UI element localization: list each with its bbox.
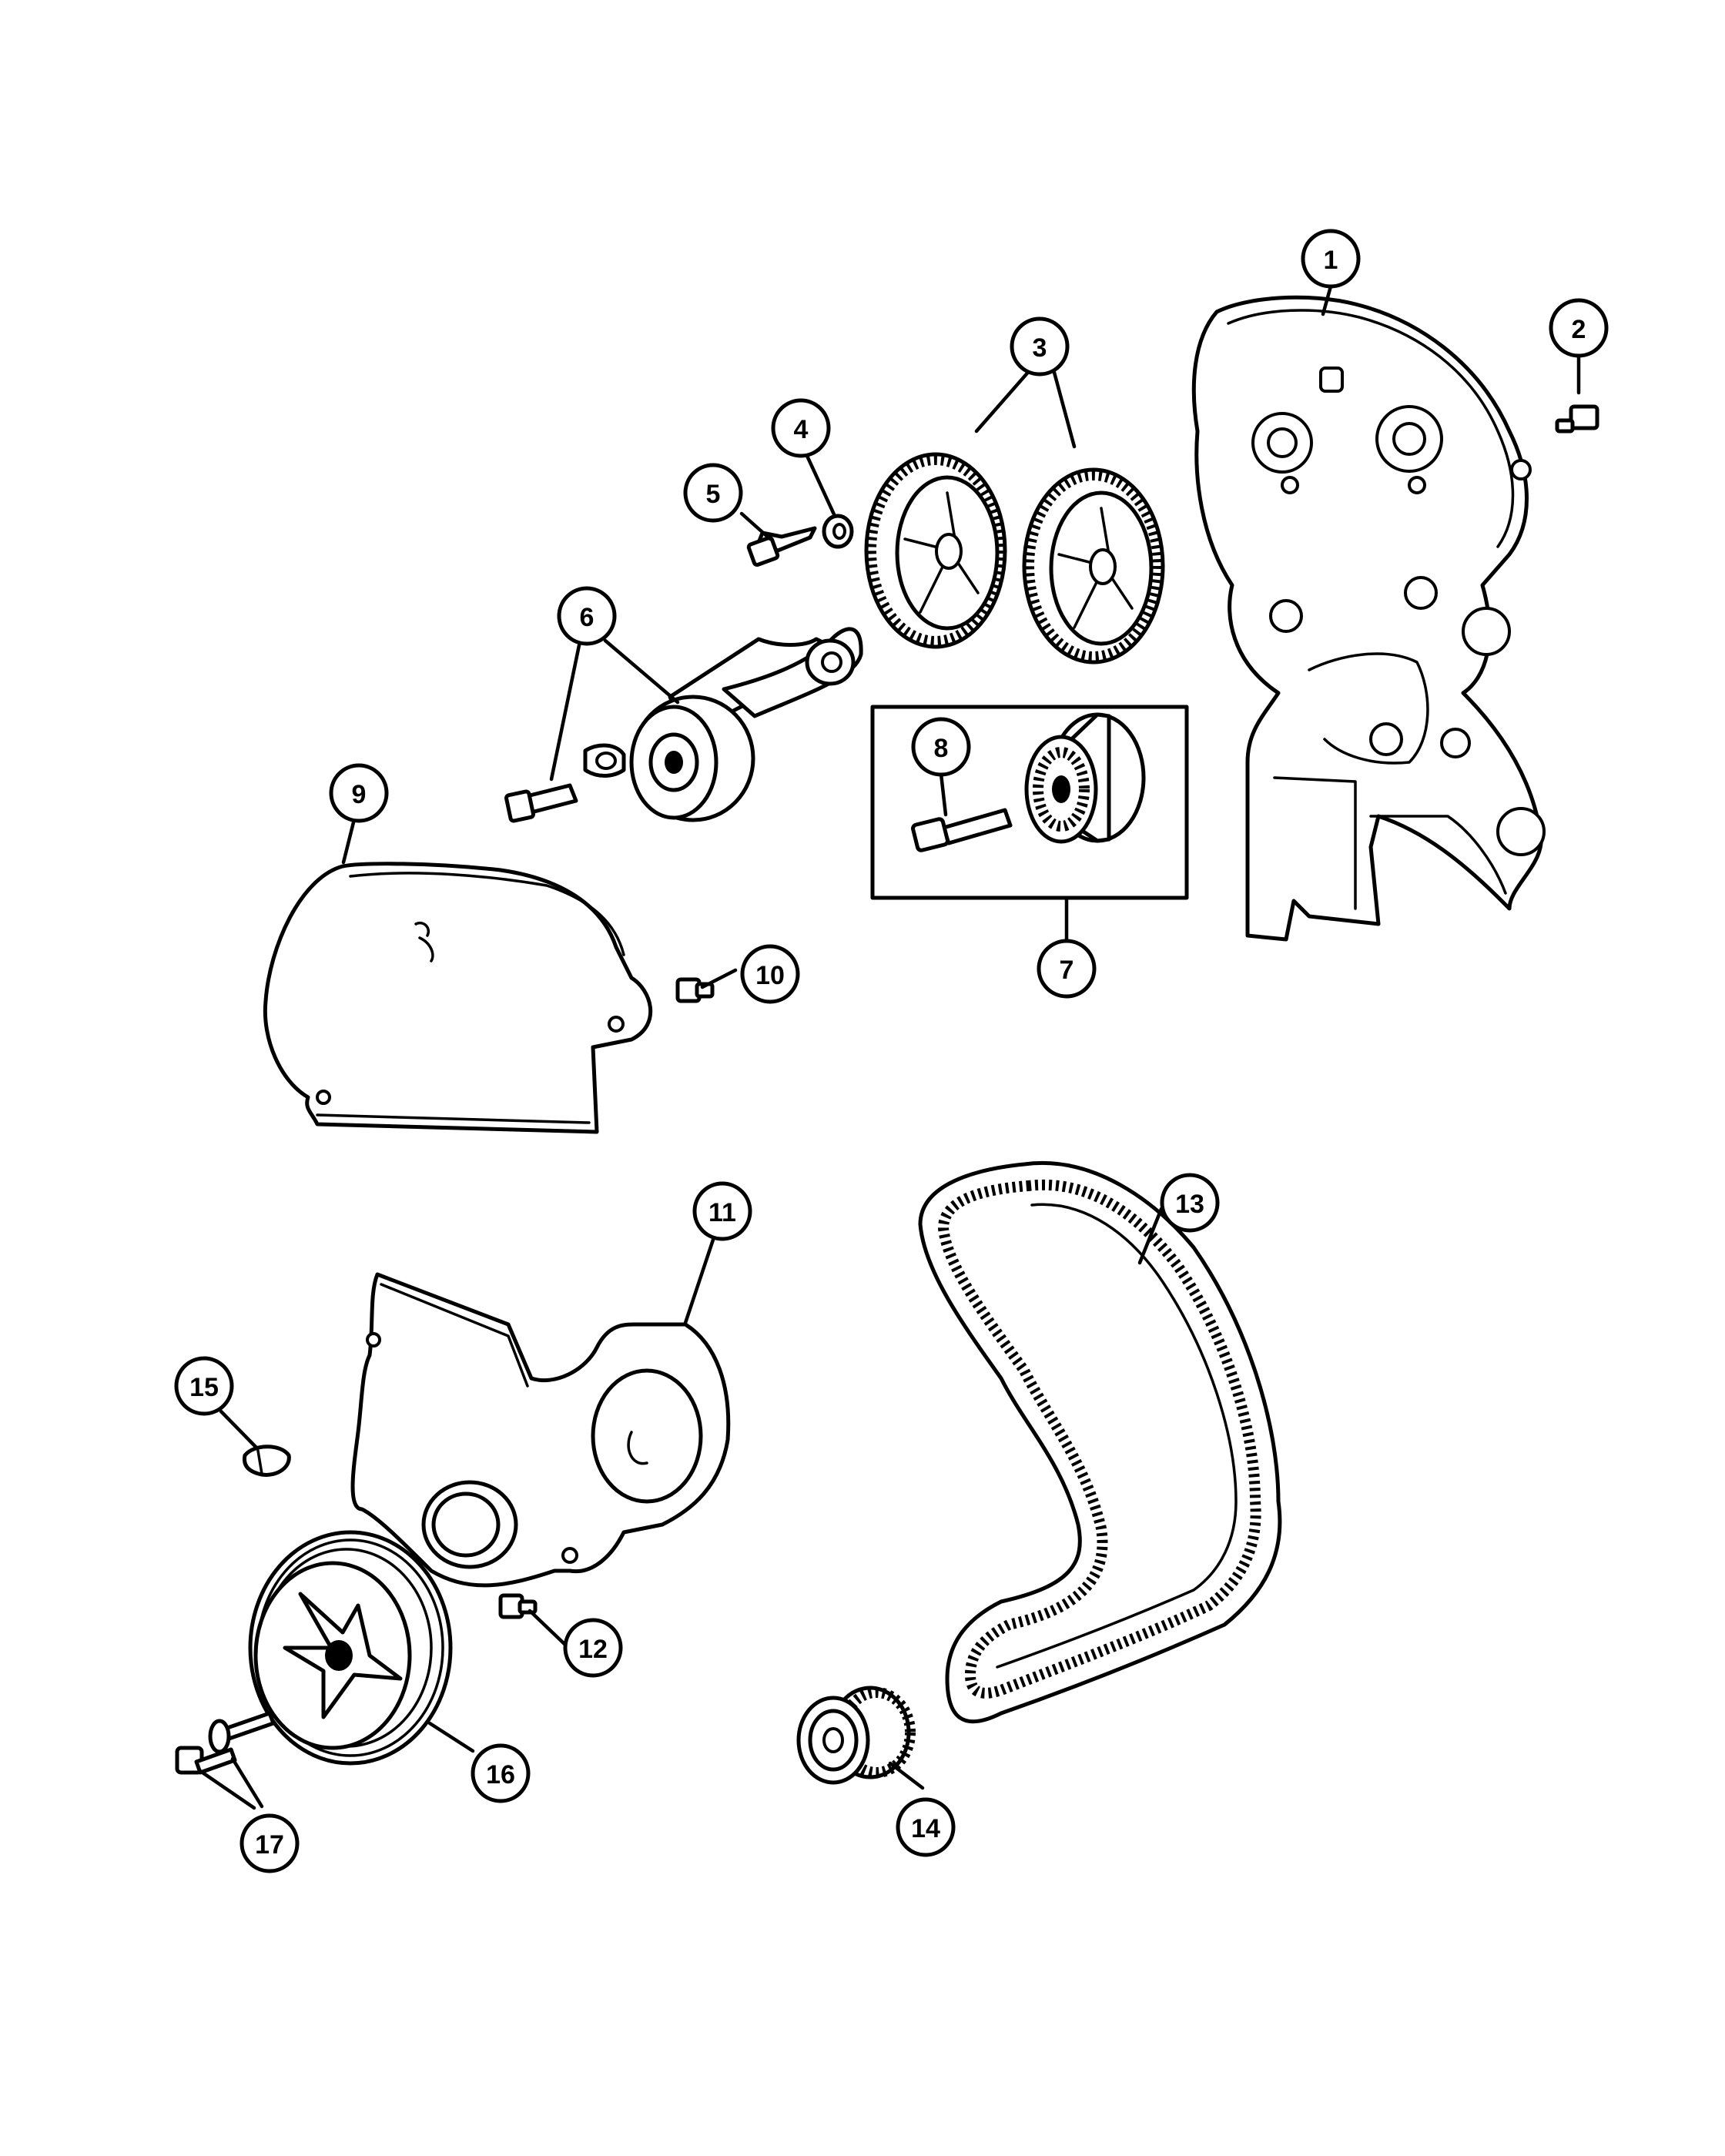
- leader-14: [888, 1761, 925, 1790]
- leader-11: [683, 1237, 715, 1325]
- idler-pulley: [1024, 712, 1146, 844]
- cover-bolt: [1555, 404, 1599, 434]
- leader-16: [427, 1721, 475, 1753]
- cover-bolt-small: [675, 977, 715, 1003]
- callout-5-label: 5: [706, 480, 721, 509]
- crank-bolt-washer: [175, 1711, 276, 1775]
- woodruff-key: [242, 1445, 291, 1477]
- callout-8: 8: [911, 717, 971, 777]
- leader-9: [341, 817, 357, 865]
- leader-3a: [974, 367, 1033, 434]
- leader-12: [528, 1609, 568, 1647]
- callout-17-label: 17: [255, 1830, 284, 1860]
- callout-2-label: 2: [1572, 315, 1586, 344]
- callout-14-label: 14: [911, 1814, 940, 1843]
- camshaft-sprocket-right: [1022, 467, 1165, 665]
- callout-6: 6: [557, 586, 617, 646]
- callout-14: 14: [896, 1797, 956, 1857]
- leader-8: [939, 772, 948, 817]
- crankshaft-pulley: [248, 1530, 453, 1766]
- camshaft-sprocket-left: [864, 452, 1007, 649]
- callout-7-label: 7: [1060, 956, 1074, 985]
- callout-5: 5: [683, 463, 743, 523]
- leader-6b: [603, 638, 680, 705]
- callout-16-label: 16: [486, 1760, 515, 1789]
- callout-12: 12: [563, 1618, 623, 1678]
- rear-timing-cover: [1191, 295, 1546, 942]
- leader-5: [739, 511, 772, 541]
- idler-bolt: [911, 808, 1013, 852]
- crankshaft-sprocket: [796, 1686, 916, 1785]
- callout-13: 13: [1160, 1173, 1220, 1233]
- callout-8-label: 8: [934, 734, 949, 763]
- callout-3: 3: [1010, 316, 1070, 377]
- leader-17b: [230, 1756, 264, 1809]
- leader-17a: [198, 1769, 256, 1810]
- callout-11: 11: [692, 1181, 752, 1241]
- leader-10: [700, 968, 738, 989]
- callout-4-label: 4: [794, 415, 809, 444]
- callout-10-label: 10: [755, 961, 785, 990]
- leader-4: [805, 454, 836, 517]
- lower-cover-bolt: [498, 1593, 538, 1619]
- leader-lines: [198, 284, 1581, 1810]
- callout-9-label: 9: [352, 780, 367, 809]
- callout-11-label: 11: [708, 1198, 736, 1227]
- callout-13-label: 13: [1175, 1190, 1204, 1219]
- leader-3b: [1051, 367, 1077, 449]
- callout-7: 7: [1037, 939, 1097, 999]
- callout-2: 2: [1549, 298, 1609, 358]
- callout-15: 15: [174, 1356, 234, 1416]
- idler-kit-box: [870, 705, 1189, 900]
- front-upper-cover: [263, 862, 653, 1134]
- timing-belt: [918, 1161, 1282, 1724]
- callout-16: 16: [471, 1743, 531, 1803]
- callout-4: 4: [771, 398, 831, 458]
- tensioner-assembly: [504, 627, 863, 823]
- callout-1-label: 1: [1324, 246, 1338, 275]
- callout-1: 1: [1301, 229, 1361, 289]
- washer: [822, 514, 854, 549]
- callout-3-label: 3: [1033, 333, 1047, 363]
- leader-15: [219, 1409, 259, 1450]
- callout-12-label: 12: [578, 1635, 608, 1664]
- callout-9: 9: [329, 763, 389, 823]
- leader-13: [1137, 1207, 1164, 1265]
- leader-6a: [549, 643, 581, 782]
- callout-6-label: 6: [580, 603, 595, 632]
- front-lower-cover: [350, 1272, 731, 1588]
- callout-10: 10: [740, 944, 800, 1004]
- callout-15-label: 15: [189, 1373, 219, 1402]
- sprocket-bolt: [746, 526, 817, 567]
- leader-1: [1321, 284, 1333, 316]
- callout-17: 17: [239, 1813, 300, 1873]
